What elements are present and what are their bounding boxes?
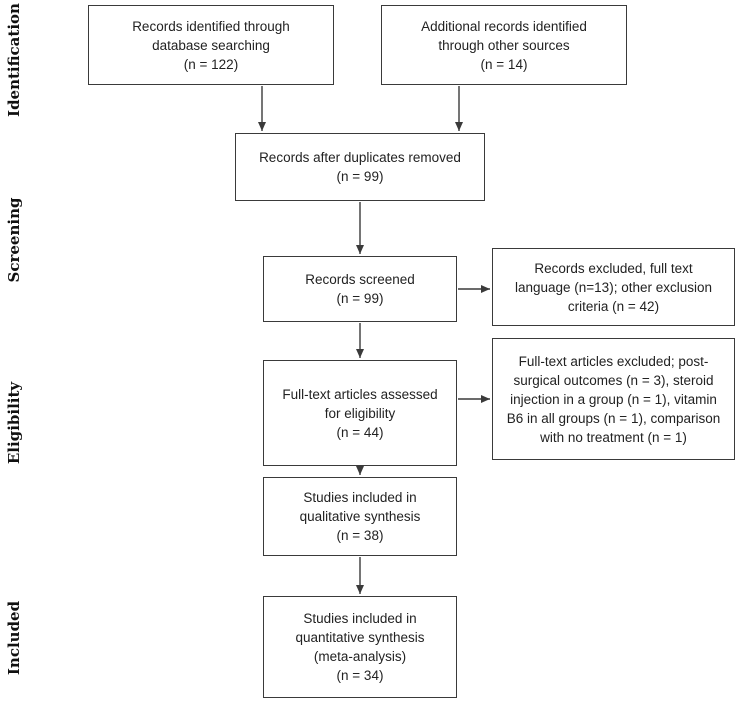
- box-line: through other sources: [438, 37, 570, 53]
- box-records-other-sources: Additional records identified through ot…: [381, 5, 627, 85]
- box-line: Records excluded, full text: [534, 260, 693, 276]
- box-line: Studies included in: [303, 611, 417, 626]
- box-line: Full-text articles excluded; post-: [518, 353, 709, 369]
- box-line: language (n=13); other exclusion: [514, 279, 712, 295]
- box-line: injection in a group (n = 1), vitamin: [510, 391, 717, 407]
- box-line: Full-text articles assessed: [282, 386, 438, 402]
- box-line: (n = 44): [336, 424, 384, 440]
- box-line: surgical outcomes (n = 3), steroid: [513, 372, 714, 388]
- box-line: B6 in all groups (n = 1), comparison: [506, 410, 721, 426]
- box-fulltext-assessed: Full-text articles assessed for eligibil…: [263, 360, 457, 466]
- box-line: (n = 99): [336, 169, 384, 184]
- box-line: qualitative synthesis: [299, 509, 421, 524]
- box-qualitative-synthesis: Studies included in qualitative synthesi…: [263, 477, 457, 556]
- box-line: (meta-analysis): [313, 649, 407, 664]
- box-records-screened: Records screened (n = 99): [263, 256, 457, 322]
- box-line: (n = 14): [480, 56, 528, 72]
- box-line: criteria (n = 42): [567, 298, 660, 314]
- box-duplicates-removed: Records after duplicates removed (n = 99…: [235, 133, 485, 201]
- box-line: for eligibility: [324, 405, 396, 421]
- box-line: database searching: [152, 37, 270, 53]
- box-fulltext-excluded: Full-text articles excluded; post- surgi…: [492, 338, 735, 460]
- box-line: quantitative synthesis: [295, 630, 425, 645]
- box-quantitative-synthesis: Studies included in quantitative synthes…: [263, 596, 457, 698]
- box-records-database: Records identified through database sear…: [88, 5, 334, 85]
- box-line: with no treatment (n = 1): [540, 429, 687, 445]
- box-line: (n = 38): [336, 528, 384, 543]
- box-line: Records identified through: [132, 18, 290, 34]
- box-line: Studies included in: [303, 490, 417, 505]
- box-line: (n = 34): [336, 668, 384, 683]
- box-line: (n = 122): [183, 56, 239, 72]
- box-line: Additional records identified: [421, 18, 587, 34]
- box-line: (n = 99): [336, 291, 384, 306]
- box-line: Records after duplicates removed: [259, 150, 461, 165]
- box-line: Records screened: [305, 272, 415, 287]
- box-records-excluded: Records excluded, full text language (n=…: [492, 248, 735, 326]
